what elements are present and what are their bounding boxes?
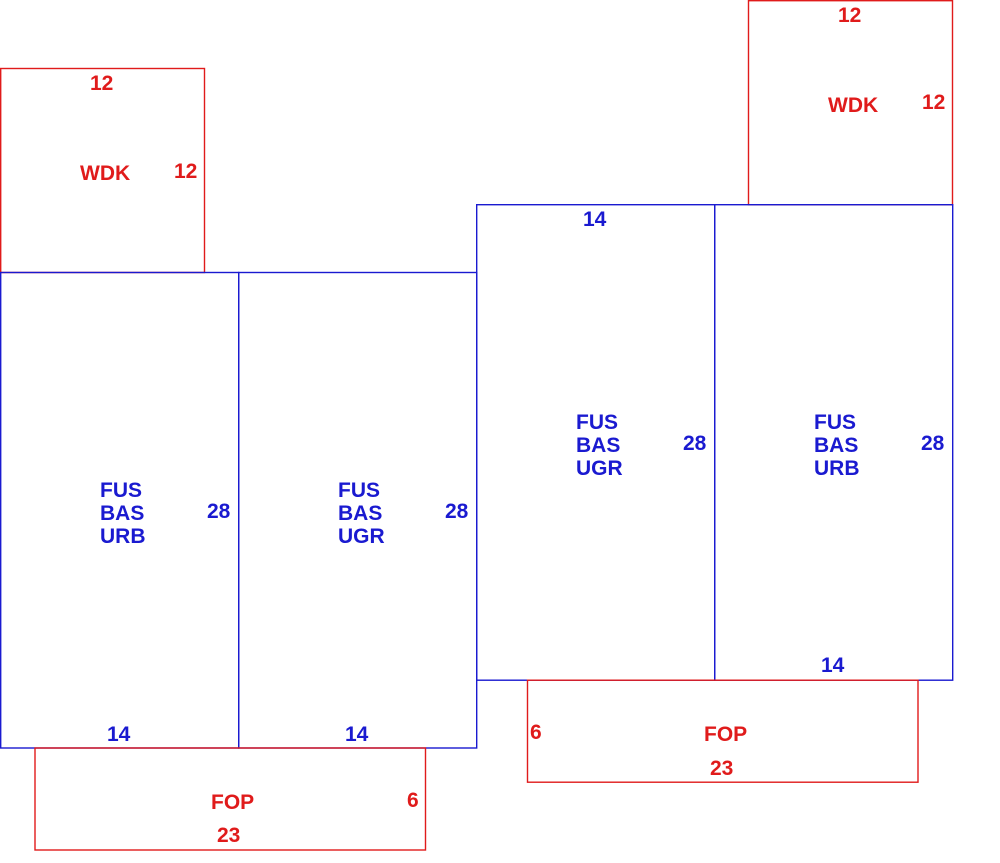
porch-left-bottom-dimension: 23 — [217, 824, 240, 847]
porch-right: 6 FOP 23 — [526, 679, 919, 783]
porch-left-code: FOP — [211, 791, 254, 814]
section-1-code-1: FUS — [100, 479, 142, 502]
section-3-side-dimension: 28 — [683, 432, 707, 455]
section-3-top-dimension: 14 — [583, 208, 607, 231]
section-2: FUS BAS UGR 28 14 — [237, 271, 478, 749]
section-4-code-1: FUS — [814, 411, 856, 434]
porch-right-side-dimension: 6 — [530, 721, 542, 744]
section-1-bottom-dimension: 14 — [107, 723, 131, 746]
section-4-code-3: URB — [814, 457, 860, 480]
porch-right-bottom-dimension: 23 — [710, 757, 733, 780]
porch-left: FOP 6 23 — [34, 747, 427, 851]
section-2-side-dimension: 28 — [445, 500, 469, 523]
section-4-bottom-dimension: 14 — [821, 654, 845, 677]
section-1: FUS BAS URB 28 14 — [0, 271, 240, 749]
deck-left-code: WDK — [80, 162, 130, 185]
section-1-code-3: URB — [100, 525, 146, 548]
deck-right-top-dimension: 12 — [838, 4, 861, 27]
porch-right-code: FOP — [704, 723, 747, 746]
deck-right-code: WDK — [828, 94, 878, 117]
section-1-side-dimension: 28 — [207, 500, 231, 523]
section-3-code-1: FUS — [576, 411, 618, 434]
deck-left: 12 WDK 12 — [0, 67, 206, 274]
section-1-code-2: BAS — [100, 502, 144, 525]
section-2-code-3: UGR — [338, 525, 385, 548]
porch-left-side-dimension: 6 — [407, 789, 419, 812]
deck-right: 12 WDK 12 — [747, 0, 954, 206]
section-4: FUS BAS URB 28 14 — [714, 203, 954, 681]
section-3-code-2: BAS — [576, 434, 620, 457]
section-2-bottom-dimension: 14 — [345, 723, 369, 746]
section-4-code-2: BAS — [814, 434, 858, 457]
section-3: 14 FUS BAS UGR 28 — [476, 203, 716, 681]
deck-left-side-dimension: 12 — [174, 160, 197, 183]
section-4-side-dimension: 28 — [921, 432, 945, 455]
porch-left-outline — [34, 747, 427, 851]
section-2-code-1: FUS — [338, 479, 380, 502]
porch-right-outline — [526, 679, 919, 783]
section-2-code-2: BAS — [338, 502, 382, 525]
deck-right-side-dimension: 12 — [922, 91, 945, 114]
deck-left-top-dimension: 12 — [90, 72, 113, 95]
section-3-code-3: UGR — [576, 457, 623, 480]
